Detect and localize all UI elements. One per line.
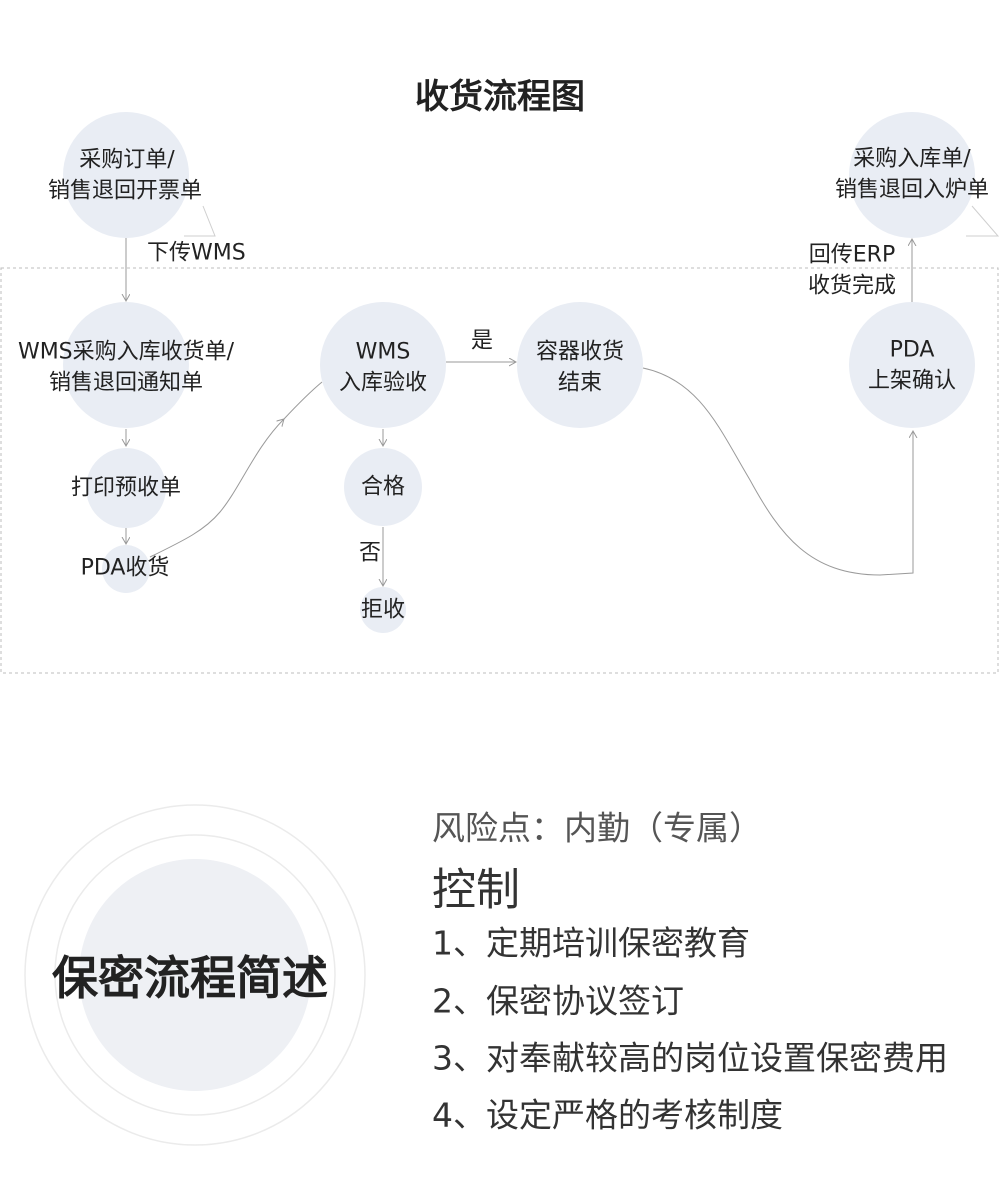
control-item-2: 2、保密协议签订 [432,982,684,1021]
node-wms-inspection-line2: 入库验收 [339,371,427,396]
edge-label-no: 否 [359,541,381,566]
summary-badge: 保密流程简述 [24,804,366,1146]
node-container-done-line2: 结束 [558,371,602,396]
node-wms-receipt-line1: WMS采购入库收货单/ [18,340,235,365]
node-pda-shelve-line1: PDA [890,338,935,363]
control-item-1: 1、定期培训保密教育 [432,924,750,963]
summary-badge-inner-ring [54,834,336,1116]
node-qualified: 合格 [344,448,422,526]
node-wms-inspection-circle [320,302,446,428]
node-container-done-circle [517,302,643,428]
node-wms-inspection-line1: WMS [356,340,411,365]
node-qualified-circle [344,448,422,526]
control-item-3: 3、对奉献较高的岗位设置保密费用 [432,1039,948,1078]
node-wms-receipt-circle [63,302,189,428]
node-wms-inspection: WMS 入库验收 [320,302,446,428]
node-pda-receive: PDA收货 [81,545,170,593]
edge-label-return-erp-line1: 回传ERP [809,243,895,268]
node-pda-receive-circle [102,545,150,593]
node-pda-receive-label: PDA收货 [81,556,170,581]
node-purchase-receipt-line2: 销售退回入炉单 [835,178,989,203]
summary-badge-title: 保密流程简述 [52,951,328,1005]
node-pda-shelve-line2: 上架确认 [868,369,956,394]
node-qualified-label: 合格 [361,475,405,500]
wms-boundary-frame [0,267,999,674]
node-rejected: 拒收 [360,587,406,633]
node-purchase-order-line2: 销售退回开票单 [48,179,202,204]
node-purchase-order: 采购订单/ 销售退回开票单 [48,112,216,238]
edge-pda-to-inspection [149,419,284,558]
node-purchase-order-tail [184,205,216,237]
summary-badge-outer-ring [24,804,366,1146]
node-container-done: 容器收货 结束 [517,302,643,428]
node-purchase-receipt: 采购入库单/ 销售退回入炉单 [835,112,1000,238]
node-container-done-line1: 容器收货 [536,340,624,365]
edge-label-return-erp-line2: 收货完成 [808,274,896,299]
node-purchase-receipt-line1: 采购入库单/ [853,147,971,172]
node-purchase-order-circle [63,112,189,238]
diagram-title: 收货流程图 [415,77,585,117]
node-pda-shelve-circle [849,302,975,428]
node-purchase-receipt-tail [966,205,1000,237]
node-rejected-circle [360,587,406,633]
summary-text: 风险点：内勤（专属） 控制 1、定期培训保密教育 2、保密协议签订 3、对奉献较… [432,809,948,1135]
node-print-pre-receipt-circle [86,448,166,528]
node-pda-shelve: PDA 上架确认 [849,302,975,428]
edge-label-send-to-wms: 下传WMS [147,241,246,266]
edge-pda-to-inspection-tail [283,381,323,420]
edge-container-to-shelve [642,367,913,576]
node-wms-receipt-line2: 销售退回通知单 [49,371,203,396]
node-print-pre-receipt-label: 打印预收单 [71,476,181,501]
control-item-4: 4、设定严格的考核制度 [432,1096,783,1135]
node-wms-receipt: WMS采购入库收货单/ 销售退回通知单 [18,302,235,428]
summary-badge-fill [79,859,311,1091]
node-purchase-receipt-circle [849,112,975,238]
node-print-pre-receipt: 打印预收单 [71,448,181,528]
risk-point: 风险点：内勤（专属） [432,809,762,848]
control-heading: 控制 [432,865,520,916]
node-purchase-order-line1: 采购订单/ [79,148,175,173]
edge-label-yes: 是 [471,329,493,354]
node-rejected-label: 拒收 [361,598,405,623]
